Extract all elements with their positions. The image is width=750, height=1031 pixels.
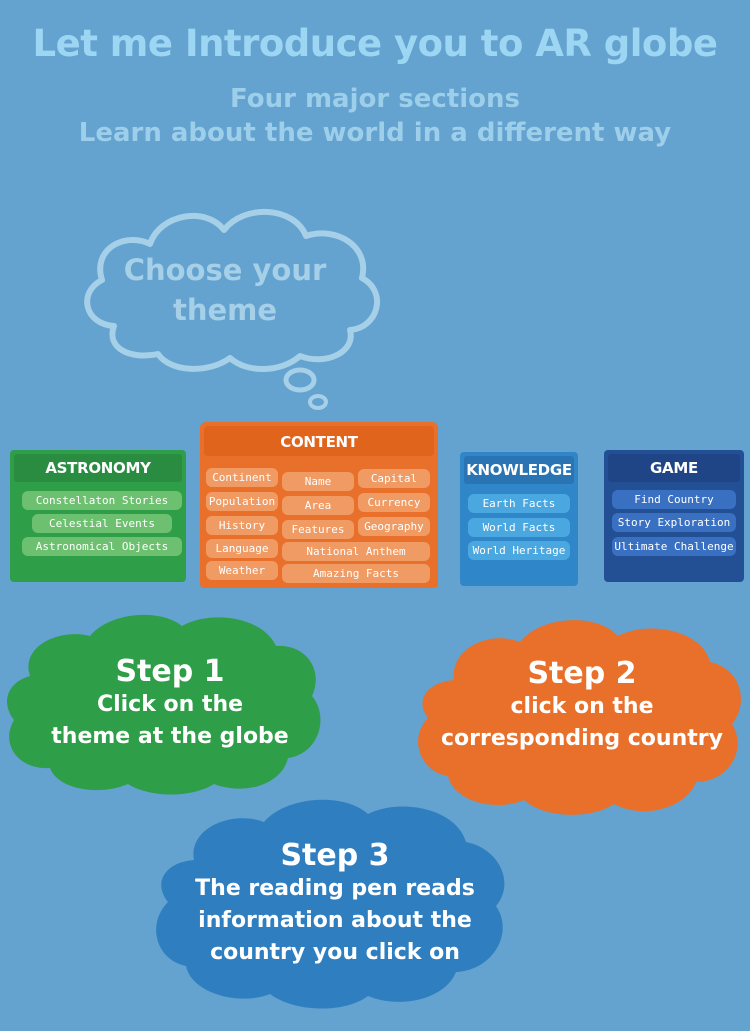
content-title: CONTENT <box>280 433 358 451</box>
content-item[interactable]: National Anthem <box>282 542 430 561</box>
knowledge-panel[interactable]: KNOWLEDGE Earth Facts World Facts World … <box>460 452 578 586</box>
astronomy-item[interactable]: Celestial Events <box>32 514 172 533</box>
content-item[interactable]: Currency <box>358 493 430 512</box>
step2-line2: corresponding country <box>441 726 723 751</box>
step3-line2: information about the <box>198 908 472 933</box>
content-item[interactable]: Weather <box>206 561 278 580</box>
step2-text: Step 2 click on the corresponding countr… <box>424 656 740 755</box>
astronomy-header <box>14 454 182 482</box>
content-item[interactable]: Area <box>282 496 354 515</box>
knowledge-header <box>464 456 574 484</box>
astronomy-item[interactable]: Astronomical Objects <box>22 537 182 556</box>
game-item[interactable]: Story Exploration <box>612 513 736 532</box>
content-header <box>204 426 434 456</box>
game-item[interactable]: Find Country <box>612 490 736 509</box>
content-item[interactable]: Features <box>282 520 354 539</box>
game-title: GAME <box>650 459 698 477</box>
astronomy-item[interactable]: Constellaton Stories <box>22 491 182 510</box>
content-item[interactable]: Language <box>206 539 278 558</box>
step3-text: Step 3 The reading pen reads information… <box>160 838 510 969</box>
choose-line2: theme <box>172 293 278 327</box>
step2-line1: click on the <box>510 694 654 719</box>
content-item[interactable]: Amazing Facts <box>282 564 430 583</box>
subtitle-sections: Four major sections <box>230 84 520 114</box>
knowledge-item[interactable]: Earth Facts <box>468 494 570 513</box>
step1-text: Step 1 Click on the theme at the globe <box>20 654 320 753</box>
game-panel[interactable]: GAME Find Country Story Exploration Ulti… <box>604 450 744 582</box>
content-item[interactable]: Population <box>206 492 278 511</box>
step1-heading: Step 1 <box>115 654 225 689</box>
step1-line1: Click on the <box>96 692 244 717</box>
game-header <box>608 454 740 482</box>
step1-blob <box>7 614 321 795</box>
content-panel[interactable]: CONTENT Continent Name Capital Populatio… <box>200 422 438 588</box>
subtitle-learn: Learn about the world in a different way <box>78 118 672 148</box>
content-item[interactable]: Capital <box>358 469 430 488</box>
choose-line1: Choose your <box>123 253 327 287</box>
choose-theme-text: Choose your theme <box>90 250 360 330</box>
step3-heading: Step 3 <box>280 838 390 873</box>
astronomy-title: ASTRONOMY <box>45 459 151 477</box>
knowledge-item[interactable]: World Facts <box>468 518 570 537</box>
content-item[interactable]: Name <box>282 472 354 491</box>
step3-blob <box>156 799 505 1009</box>
thought-cloud <box>84 208 381 410</box>
step3-line1: The reading pen reads <box>195 876 475 901</box>
page-title: Let me Introduce you to AR globe <box>32 22 718 65</box>
content-item[interactable]: History <box>206 516 278 535</box>
content-item[interactable]: Continent <box>206 468 278 487</box>
game-item[interactable]: Ultimate Challenge <box>612 537 736 556</box>
knowledge-item[interactable]: World Heritage <box>468 541 570 560</box>
step1-line2: theme at the globe <box>51 724 289 749</box>
step2-blob <box>418 620 741 815</box>
step3-line3: country you click on <box>210 940 460 965</box>
astronomy-panel[interactable]: ASTRONOMY Constellaton Stories Celestial… <box>10 450 186 582</box>
knowledge-title: KNOWLEDGE <box>466 461 572 479</box>
content-item[interactable]: Geography <box>358 517 430 536</box>
step2-heading: Step 2 <box>527 656 637 691</box>
